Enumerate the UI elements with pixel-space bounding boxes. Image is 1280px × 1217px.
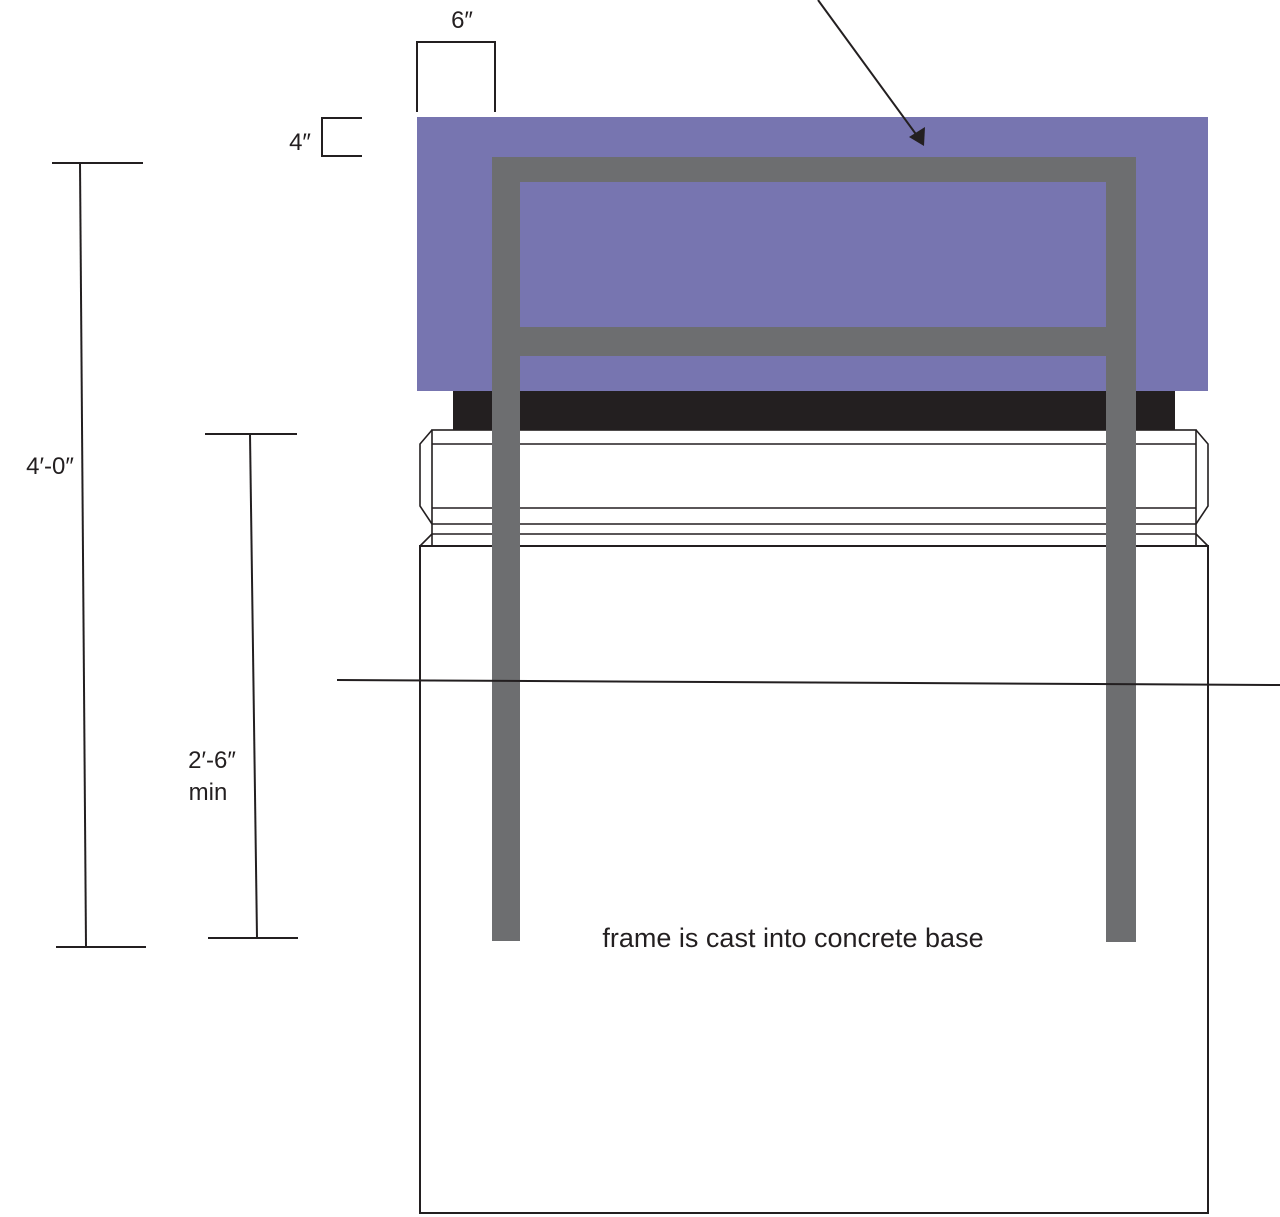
dimension-4ft-line	[52, 162, 146, 948]
steel-frame	[492, 157, 1136, 942]
dimension-2ft6-line	[205, 433, 298, 939]
frame-note: frame is cast into concrete base	[602, 923, 983, 953]
dimension-2ft6-sublabel: min	[189, 779, 228, 806]
dimension-6in-label: 6″	[451, 7, 473, 34]
dimension-2ft6-label: 2′-6″	[188, 747, 236, 774]
dimension-4in-label: 4″	[289, 129, 311, 156]
ground-line	[336, 679, 1280, 686]
dimension-4ft-label: 4′-0″	[26, 453, 74, 480]
molding-band	[419, 429, 1209, 547]
concrete-base	[419, 545, 1209, 1214]
leader-arrow	[817, 0, 925, 146]
seat-base-band	[453, 391, 1175, 430]
dimension-6in-bracket	[416, 41, 496, 112]
dimension-4in-bracket	[321, 117, 362, 157]
